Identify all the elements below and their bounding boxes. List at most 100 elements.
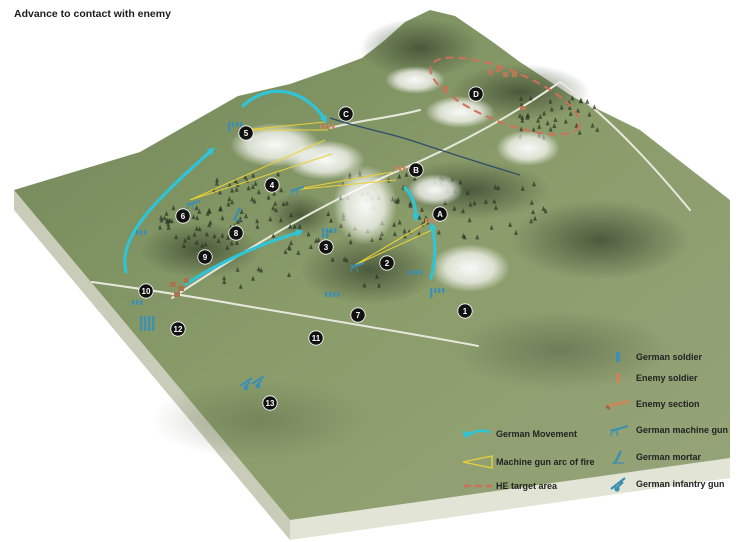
german-soldier-icon — [337, 292, 340, 297]
tree — [525, 114, 530, 120]
objective-marker-a: A — [432, 206, 448, 222]
position-marker-10: 10 — [138, 283, 154, 299]
german-machine-gun-icon — [289, 186, 304, 197]
german-soldier-icon — [430, 293, 433, 298]
tree — [489, 224, 494, 230]
enemy-soldier-icon — [324, 124, 327, 129]
tree — [529, 199, 534, 205]
ridge-shadow — [150, 380, 370, 460]
tree — [531, 209, 536, 215]
tree — [197, 208, 202, 214]
he-target-icon — [460, 478, 496, 494]
village-10 — [170, 278, 189, 297]
german-soldier-icon — [144, 316, 147, 321]
tree — [374, 273, 379, 279]
enemy-soldier-icon — [320, 124, 323, 129]
enemy-section-icon — [600, 396, 636, 412]
legend-german-mg: German machine gun — [600, 422, 728, 438]
tree — [271, 205, 276, 211]
tree — [519, 95, 524, 101]
tree — [568, 110, 573, 116]
mg-arcs — [189, 121, 433, 266]
tree — [215, 177, 219, 183]
tree — [559, 104, 564, 110]
tree — [204, 231, 209, 237]
tree — [567, 104, 572, 110]
tree — [520, 114, 525, 120]
tree — [493, 204, 498, 210]
legend-label: German machine gun — [636, 425, 729, 435]
german-soldier-icon — [148, 321, 151, 326]
ridge-shadow — [450, 310, 670, 390]
tree — [230, 199, 235, 205]
german-soldier-icon — [228, 122, 231, 127]
tree — [235, 218, 240, 224]
german-machine-gun-icon — [600, 422, 636, 438]
tree — [244, 213, 248, 219]
mg-arc-icon — [460, 454, 496, 470]
position-marker-8: 8 — [228, 225, 244, 241]
german-soldier-icon — [420, 270, 423, 275]
tree — [279, 187, 284, 193]
german-machine-gun-icon — [185, 200, 200, 211]
tree — [542, 110, 547, 116]
position-marker-2: 2 — [379, 255, 395, 271]
legend-german-mortar: German mortar — [600, 449, 701, 465]
tree — [218, 205, 223, 211]
road — [329, 109, 421, 129]
marker-label: 8 — [234, 229, 239, 238]
tree — [296, 249, 301, 255]
tree — [467, 217, 472, 223]
german-movement-arrow — [241, 89, 328, 124]
tree — [195, 215, 200, 221]
german-soldier-icon — [144, 321, 147, 326]
tree — [532, 181, 536, 187]
tree — [552, 123, 557, 128]
legend-label: HE target area — [496, 481, 558, 491]
german-soldier-icon — [132, 300, 135, 305]
mg-arc — [291, 171, 397, 191]
legend-german-movement: German Movement — [460, 426, 577, 442]
stream — [329, 117, 521, 176]
objective-marker-d: D — [468, 86, 484, 102]
tree — [274, 207, 279, 213]
road — [559, 81, 691, 211]
tree — [271, 233, 276, 238]
marker-label: 5 — [244, 129, 249, 138]
mg-arc — [189, 139, 333, 201]
position-marker-4: 4 — [264, 177, 280, 193]
tree — [462, 234, 467, 240]
tree — [483, 198, 488, 204]
tree — [238, 283, 243, 289]
marker-label: 11 — [312, 334, 321, 343]
tree — [528, 95, 533, 101]
objective-marker-b: B — [408, 162, 424, 178]
tree — [396, 197, 401, 203]
tree — [191, 214, 196, 219]
tree — [342, 256, 347, 262]
german-soldier-icon — [325, 292, 328, 297]
position-marker-9: 9 — [197, 249, 213, 265]
tree — [235, 266, 240, 272]
marker-label: 7 — [356, 311, 361, 320]
german-soldier-icon — [240, 122, 243, 127]
tree — [234, 186, 239, 192]
german-soldier-icon — [434, 288, 437, 293]
tree — [348, 239, 353, 245]
enemy-soldier-icon — [600, 370, 636, 386]
tree — [250, 184, 255, 189]
smoke-cloud — [285, 140, 365, 180]
tree — [273, 200, 278, 206]
tree — [306, 231, 311, 237]
tree — [222, 275, 227, 281]
tree — [194, 239, 199, 245]
tree — [287, 272, 291, 278]
tree — [585, 98, 590, 104]
tree — [362, 282, 367, 288]
tree — [576, 107, 580, 113]
marker-label: 3 — [324, 243, 329, 252]
tree — [162, 215, 167, 221]
marker-label: 4 — [270, 181, 275, 190]
tree — [436, 229, 441, 235]
tree — [243, 174, 248, 180]
